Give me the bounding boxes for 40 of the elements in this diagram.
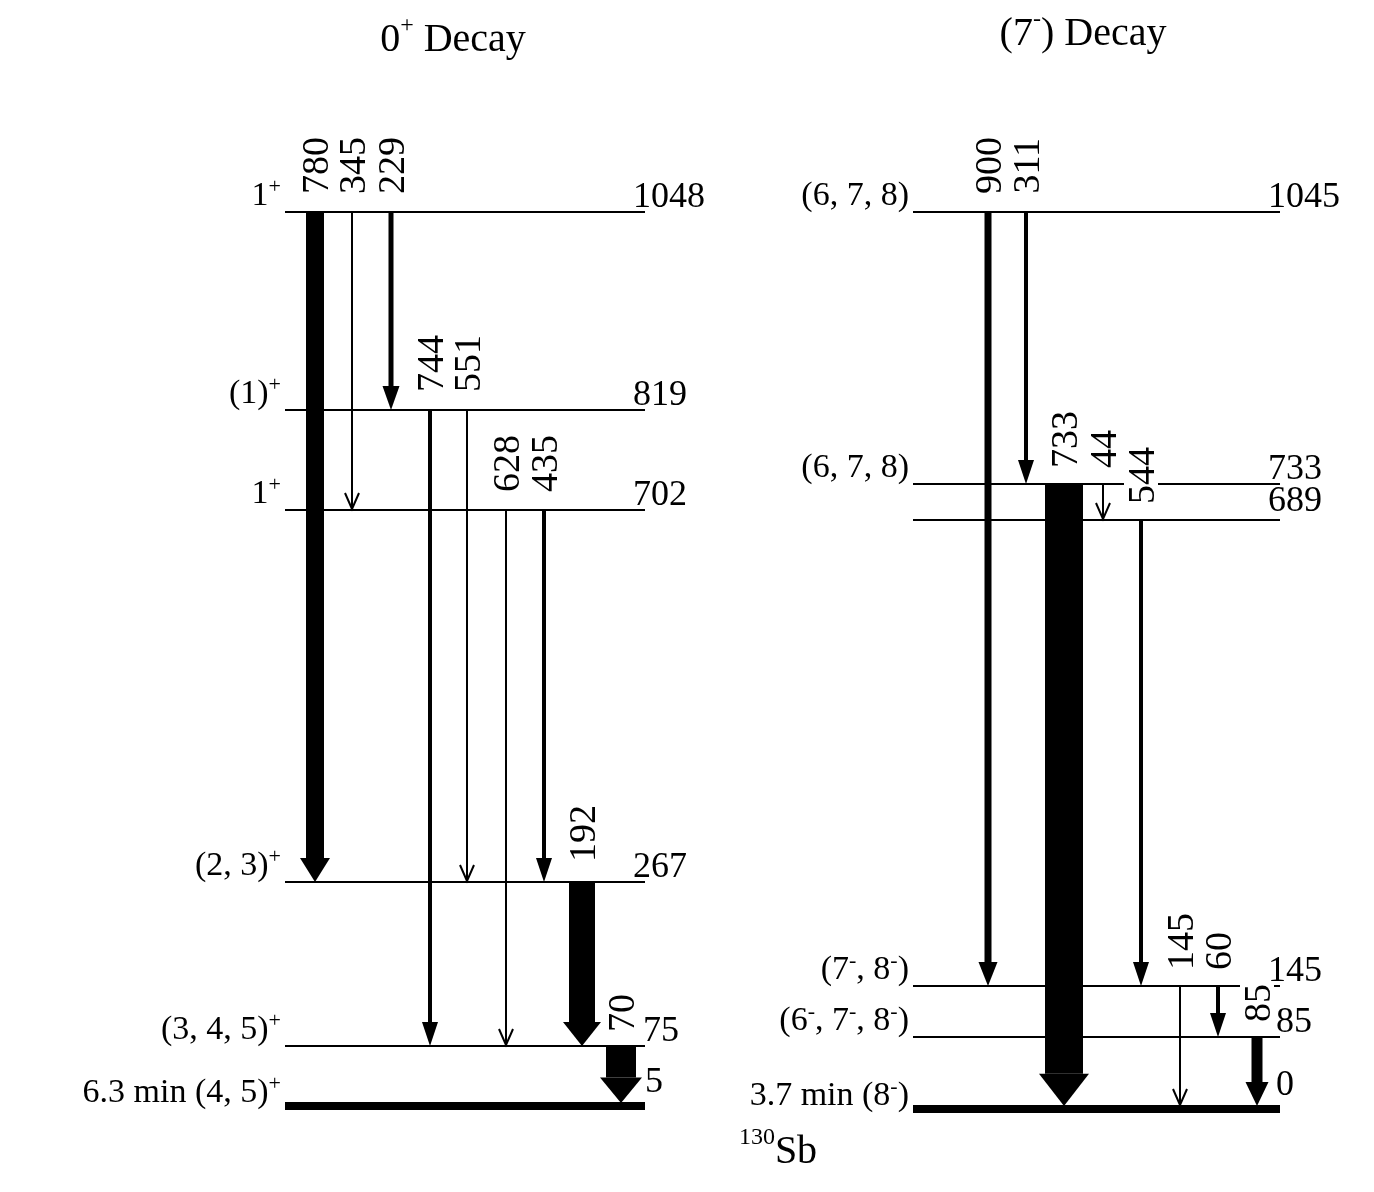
level-energy-label: 702 (633, 475, 687, 511)
gamma-arrow (1133, 521, 1149, 986)
spin-parity-label: 1$^{+}$ (251, 475, 281, 509)
spin-parity-label: (6, 7, 8) (801, 449, 909, 483)
nuclide-label: $^{130}$Sb (738, 1130, 818, 1170)
gamma-arrow (1210, 987, 1226, 1037)
edge-label: 85 (1240, 982, 1274, 1024)
gamma-arrow (382, 213, 400, 410)
gamma-arrow (300, 213, 330, 882)
gamma-arrow (422, 411, 438, 1046)
level-energy-label: 0 (1276, 1065, 1294, 1101)
gamma-arrow (600, 1047, 642, 1103)
spin-parity-label: 1$^{+}$ (251, 177, 281, 211)
gamma-arrow (498, 510, 514, 1046)
level-energy-label: 5 (645, 1062, 663, 1098)
gamma-arrow (1018, 213, 1034, 484)
gamma-arrow (563, 883, 601, 1046)
spin-parity-label: (2, 3)$^{+}$ (194, 847, 281, 881)
gamma-arrow (536, 511, 552, 882)
level-energy-label: 267 (633, 847, 687, 883)
gamma-arrow (1245, 1038, 1269, 1106)
gamma-arrow (1172, 986, 1188, 1106)
spin-parity-label: (6$^{-}$, 7$^{-}$, 8$^{-}$) (779, 1002, 909, 1036)
spin-parity-label: 3.7 min (8$^{-}$) (749, 1077, 909, 1111)
spin-parity-label: (7$^{-}$, 8$^{-}$) (820, 951, 909, 985)
spin-parity-label: (6, 7, 8) (801, 177, 909, 211)
level-energy-label: 85 (1276, 1002, 1312, 1038)
gamma-arrow (459, 410, 475, 882)
spin-parity-label: (1)$^{+}$ (228, 375, 281, 409)
level-energy-label: 1045 (1268, 177, 1340, 213)
level-energy-label: 819 (633, 375, 687, 411)
spin-parity-label: (3, 4, 5)$^{+}$ (160, 1011, 281, 1045)
gamma-arrow (344, 212, 360, 510)
gamma-arrow (1039, 485, 1089, 1106)
scheme-heading: (7$^{-}$) Decay (999, 12, 1167, 52)
scheme-heading: 0$^{+}$ Decay (380, 18, 526, 58)
gamma-arrow (1095, 484, 1111, 520)
level-energy-label: 75 (643, 1011, 679, 1047)
spin-parity-label: 6.3 min (4, 5)$^{+}$ (82, 1074, 281, 1108)
level-energy-label: 1048 (633, 177, 705, 213)
